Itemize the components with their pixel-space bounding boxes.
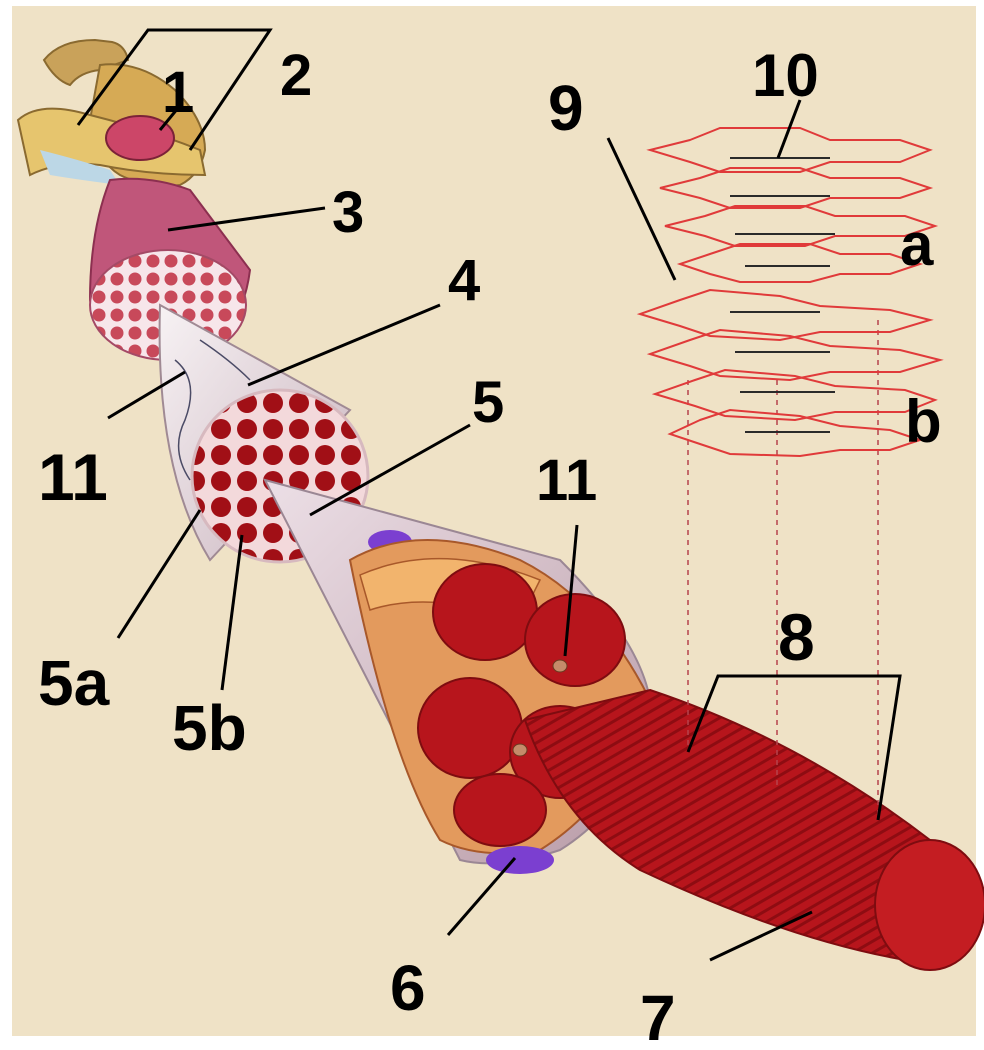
label-5: 5	[472, 370, 504, 435]
label-1: 1	[162, 60, 194, 125]
label-5b: 5b	[172, 692, 247, 764]
label-a: a	[900, 211, 934, 278]
label-6: 6	[390, 952, 426, 1024]
label-5a: 5a	[38, 647, 110, 719]
label-2: 2	[280, 43, 312, 108]
label-11-left: 11	[38, 440, 108, 514]
myofibril-end	[875, 840, 984, 970]
label-3: 3	[332, 180, 364, 245]
label-8: 8	[778, 600, 815, 674]
label-9: 9	[548, 72, 584, 144]
label-4: 4	[448, 248, 480, 313]
nucleus-bottom	[486, 846, 554, 874]
label-b: b	[905, 388, 942, 455]
label-11-right: 11	[536, 448, 597, 513]
label-10: 10	[752, 42, 819, 109]
label-7: 7	[640, 982, 676, 1050]
